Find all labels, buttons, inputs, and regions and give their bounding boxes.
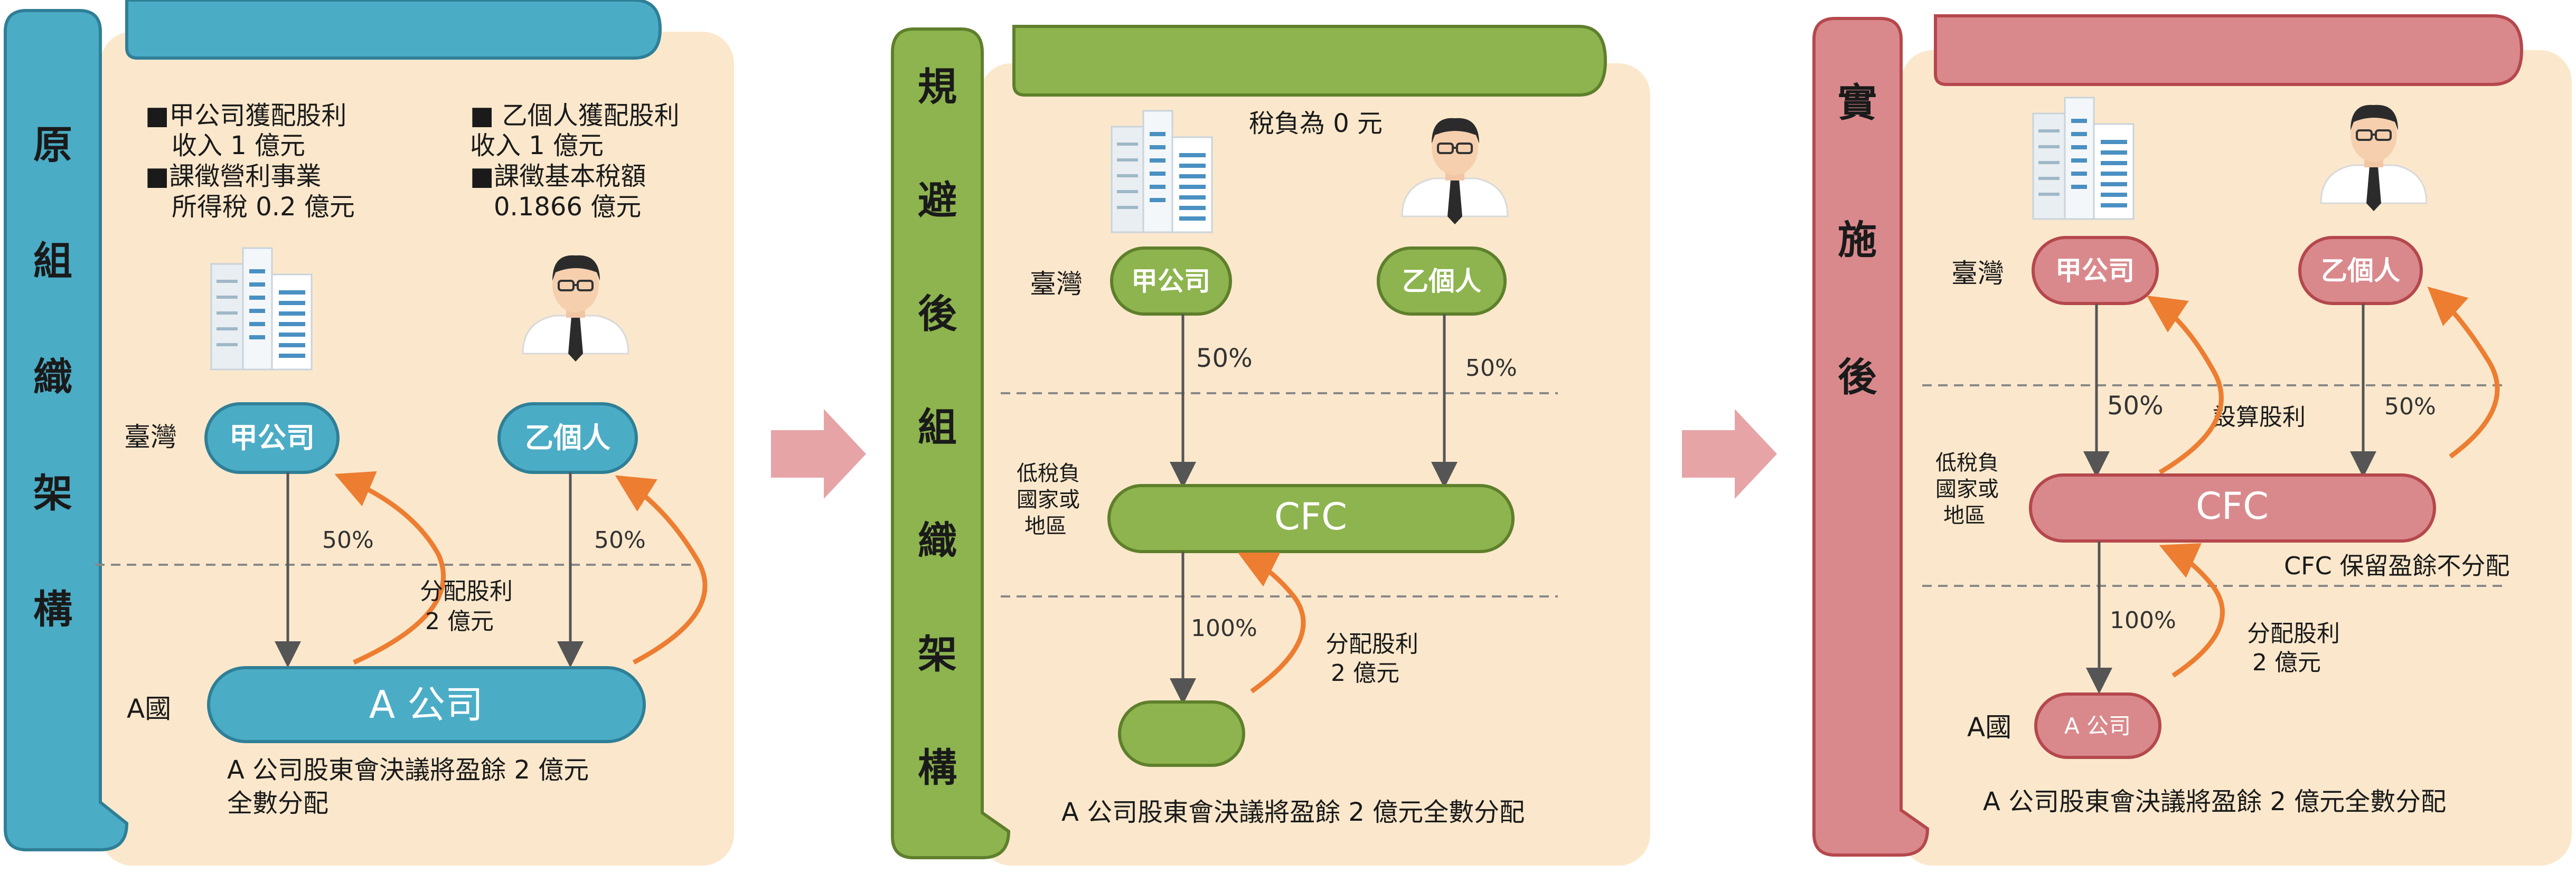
panel-background — [980, 63, 1650, 866]
taiwan-label: 臺灣 — [1030, 269, 1083, 299]
note-left-line: ■課徵營利事業 — [145, 162, 321, 191]
header-tab — [125, 0, 662, 60]
low-tax-label: 低稅負 — [1017, 461, 1080, 486]
cfc-retained-note: CFC 保留盈餘不分配 — [2284, 552, 2509, 580]
company-a-node — [207, 666, 646, 743]
person-yi-node — [2298, 236, 2423, 305]
vertical-title-char: 構 — [918, 745, 957, 791]
vertical-title-char: 原 — [33, 122, 72, 168]
country-a-label: A國 — [127, 694, 171, 724]
dividend-label: 分配股利 — [420, 578, 513, 605]
low-tax-label: 國家或 — [1017, 488, 1080, 512]
deemed-arrow-right — [2427, 286, 2500, 459]
cfc-label: CFC — [1274, 495, 1347, 538]
deemed-dividend-label: 設算股利 — [2213, 404, 2306, 431]
header-tab — [1934, 14, 2524, 86]
vertical-title-char: 後 — [1838, 355, 1877, 400]
vertical-title-char: 架 — [918, 632, 957, 677]
vertical-banner — [1812, 17, 1930, 857]
taiwan-label: 臺灣 — [124, 422, 177, 452]
bottom-note: A 公司股東會決議將盈餘 2 億元全數分配 — [1061, 798, 1525, 827]
pct-right: 50% — [1465, 355, 1517, 382]
dividend-label: 分配股利 — [1325, 631, 1418, 658]
cfc-label: CFC — [2196, 485, 2269, 528]
company-a-label: A 公司 — [2064, 713, 2131, 739]
cfc-node — [1107, 484, 1515, 553]
pct-right: 50% — [594, 527, 646, 554]
bottom-note: A 公司股東會決議將盈餘 2 億元全數分配 — [1983, 787, 2446, 817]
vertical-title: 實施後 — [1838, 80, 1877, 400]
vertical-title-char: 織 — [918, 518, 957, 564]
cfc-node — [2029, 473, 2436, 543]
dividend-amount: 2 億元 — [425, 608, 494, 635]
bottom-note: 全數分配 — [227, 789, 328, 818]
bottom-note: A 公司股東會決議將盈餘 2 億元 — [227, 755, 589, 785]
dividend-arrow-right — [615, 475, 708, 665]
company-jia-label: 甲公司 — [2055, 255, 2135, 286]
note-left-line: 所得稅 0.2 億元 — [172, 192, 355, 222]
low-tax-label: 地區 — [1024, 514, 1067, 538]
panel-background — [1901, 50, 2572, 866]
deemed-arrow-left — [2147, 296, 2224, 475]
person-yi-label: 乙個人 — [1402, 266, 1481, 297]
vertical-title-char: 組 — [918, 405, 957, 450]
person-yi-label: 乙個人 — [2321, 255, 2400, 286]
person-yi-node — [497, 402, 638, 474]
taiwan-label: 臺灣 — [1951, 258, 2004, 289]
pct-left: 50% — [322, 527, 374, 554]
vertical-title-char: 後 — [918, 291, 957, 337]
tax-zero-label: 稅負為 0 元 — [1249, 109, 1383, 138]
vertical-title-char: 組 — [33, 239, 72, 284]
vertical-title-char: 施 — [1838, 217, 1877, 263]
person-yi-label: 乙個人 — [525, 421, 610, 454]
flow-arrow-2 — [1682, 409, 1777, 499]
dividend-label: 分配股利 — [2247, 620, 2340, 647]
company-jia-label: 甲公司 — [1131, 266, 1210, 297]
dividend-arrow-left — [334, 471, 446, 665]
vertical-title-char: 實 — [1838, 80, 1877, 126]
vertical-title-char: 架 — [33, 471, 72, 516]
vertical-title-char: 規 — [918, 64, 957, 110]
flow-arrow-1 — [771, 409, 866, 499]
header-tab — [1012, 25, 1607, 97]
company-jia-label: 甲公司 — [229, 421, 315, 454]
person-yi-node — [1377, 246, 1507, 316]
note-right-line: 0.1866 億元 — [494, 192, 641, 222]
note-left-line: ■甲公司獲配股利 — [145, 101, 346, 130]
note-right-line: ■課徵基本稅額 — [470, 162, 646, 191]
note-left-line: 收入 1 億元 — [172, 131, 305, 160]
dividend-arrow — [2159, 543, 2225, 678]
panel-after-implementation: 實施後 臺灣 甲公司 乙個人 50% 50% 設算股利 低稅負 國家或 地區 C… — [1812, 14, 2572, 866]
company-a-label: A 公司 — [369, 682, 483, 727]
vertical-banner — [4, 9, 129, 851]
country-a-label: A國 — [1967, 712, 2011, 743]
pct-right: 50% — [2384, 393, 2436, 420]
vertical-title-char: 構 — [33, 587, 72, 632]
company-jia-node — [1110, 246, 1232, 316]
low-tax-label: 國家或 — [1935, 477, 1999, 501]
vertical-title-char: 避 — [918, 178, 957, 223]
low-tax-label: 地區 — [1943, 504, 1986, 528]
vertical-title-char: 織 — [33, 355, 72, 400]
dividend-amount: 2 億元 — [2252, 649, 2321, 676]
dividend-amount: 2 億元 — [1331, 660, 1399, 687]
pct-left: 50% — [2107, 391, 2164, 421]
company-jia-node — [204, 402, 340, 474]
company-a-node — [2034, 692, 2161, 759]
pct-100: 100% — [2110, 607, 2176, 634]
dividend-arrow — [1237, 552, 1306, 694]
vertical-banner — [891, 27, 1011, 859]
note-right-line: ■ 乙個人獲配股利 — [470, 101, 680, 130]
pct-left: 50% — [1196, 344, 1253, 373]
pct-100: 100% — [1191, 615, 1257, 642]
company-a-node — [1118, 700, 1245, 767]
low-tax-label: 低稅負 — [1935, 451, 1999, 475]
note-right-line: 收入 1 億元 — [470, 131, 604, 160]
